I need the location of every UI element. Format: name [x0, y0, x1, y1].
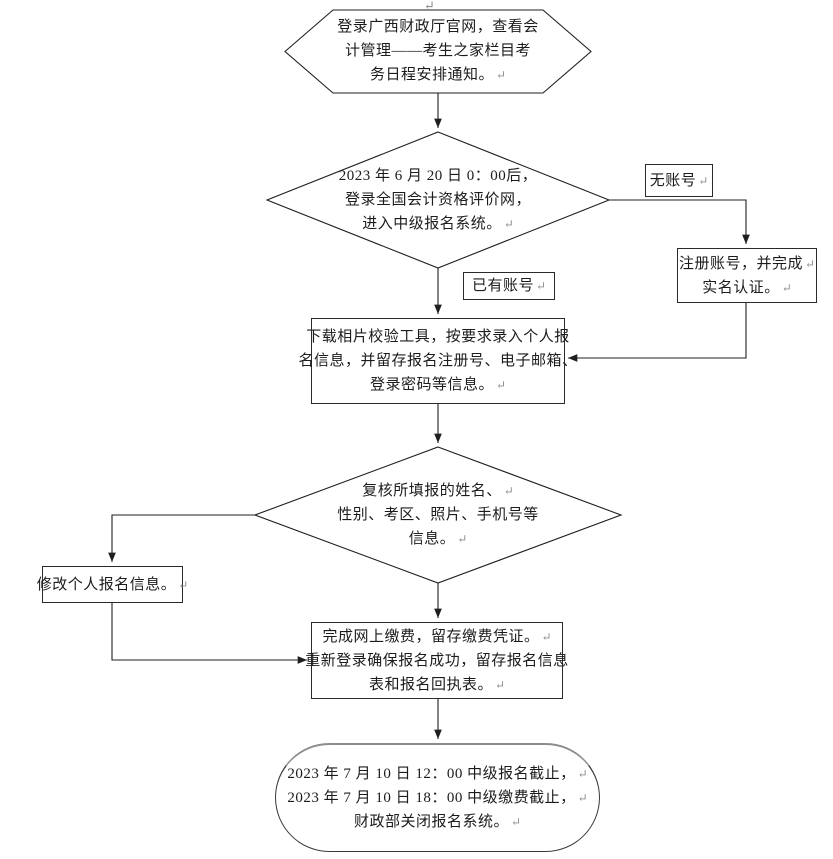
- paragraph-mark: ↵: [495, 68, 507, 82]
- start-line-1: 登录广西财政厅官网，查看会: [337, 19, 539, 35]
- end-line-1: 2023 年 7 月 10 日 12：00 中级报名截止，: [287, 766, 576, 782]
- register-line-1: 注册账号，并完成: [678, 255, 803, 272]
- download-info-box: 下载相片校验工具，按要求录入个人报 名信息，并留存报名注册号、电子邮箱、 登录密…: [299, 318, 577, 404]
- paragraph-mark: ↵: [535, 279, 547, 293]
- decision-login-diamond: 2023 年 6 月 20 日 0：00后， 登录全国会计资格评价网， 进入中级…: [308, 164, 568, 236]
- payment-line-1: 完成网上缴费，留存缴费凭证。: [322, 628, 540, 645]
- paragraph-mark: ↵: [577, 791, 588, 805]
- modify-info-box: 修改个人报名信息。↵: [37, 566, 188, 603]
- download-line-2: 名信息，并留存报名注册号、电子邮箱、: [298, 353, 578, 369]
- paragraph-mark: ↵: [503, 217, 514, 231]
- paragraph-mark: ↵: [510, 815, 522, 829]
- start-line-3: 务日程安排通知。: [369, 67, 494, 83]
- payment-box: 完成网上缴费，留存缴费凭证。↵ 重新登录确保报名成功，留存报名信息 表和报名回执…: [305, 622, 568, 699]
- paragraph-mark: ↵: [495, 378, 507, 392]
- paragraph-mark: ↵: [503, 484, 514, 498]
- register-account-box: 注册账号，并完成↵ 实名认证。↵: [677, 248, 817, 303]
- review-line-3: 信息。: [408, 531, 456, 547]
- paragraph-mark: ↵: [178, 577, 189, 592]
- payment-line-3: 表和报名回执表。: [368, 676, 493, 693]
- paragraph-mark: ↵: [698, 173, 709, 188]
- review-line-2: 性别、考区、照片、手机号等: [337, 507, 539, 523]
- download-line-1: 下载相片校验工具，按要求录入个人报: [306, 329, 570, 345]
- download-line-3: 登录密码等信息。: [369, 377, 494, 393]
- start-hexagon-shape: [284, 9, 592, 94]
- end-terminator: 2023 年 7 月 10 日 12：00 中级报名截止，↵ 2023 年 7 …: [275, 743, 600, 852]
- decision-login-line-2: 登录全国会计资格评价网，: [344, 192, 531, 208]
- paragraph-mark: ↵: [541, 629, 552, 644]
- paragraph-mark: ↵: [457, 532, 468, 546]
- modify-text: 修改个人报名信息。: [36, 576, 177, 593]
- paragraph-mark: ↵: [781, 280, 792, 295]
- start-hexagon: 登录广西财政厅官网，查看会 计管理——考生之家栏目考 务日程安排通知。↵: [303, 16, 573, 86]
- no-account-label: 无账号↵: [645, 164, 713, 197]
- start-line-2: 计管理——考生之家栏目考: [344, 43, 531, 59]
- has-account-text: 已有账号: [471, 278, 534, 294]
- register-line-2: 实名认证。: [702, 279, 780, 296]
- decision-login-line-3: 进入中级报名系统。: [362, 216, 502, 232]
- paragraph-mark: ↵: [577, 767, 588, 781]
- paragraph-mark: ↵: [494, 677, 506, 692]
- paragraph-mark: ↵: [804, 256, 816, 271]
- paragraph-mark: ↵: [424, 0, 435, 13]
- payment-line-2: 重新登录确保报名成功，留存报名信息: [305, 652, 569, 669]
- decision-review-diamond: 复核所填报的姓名、↵ 性别、考区、照片、手机号等 信息。↵: [308, 479, 568, 551]
- review-line-1: 复核所填报的姓名、: [362, 483, 502, 499]
- end-line-2: 2023 年 7 月 10 日 18：00 中级缴费截止，: [287, 790, 576, 806]
- end-line-3: 财政部关闭报名系统。: [353, 814, 509, 830]
- has-account-label: 已有账号↵: [463, 272, 555, 300]
- no-account-text: 无账号: [649, 172, 697, 189]
- decision-login-line-1: 2023 年 6 月 20 日 0：00后，: [338, 168, 538, 184]
